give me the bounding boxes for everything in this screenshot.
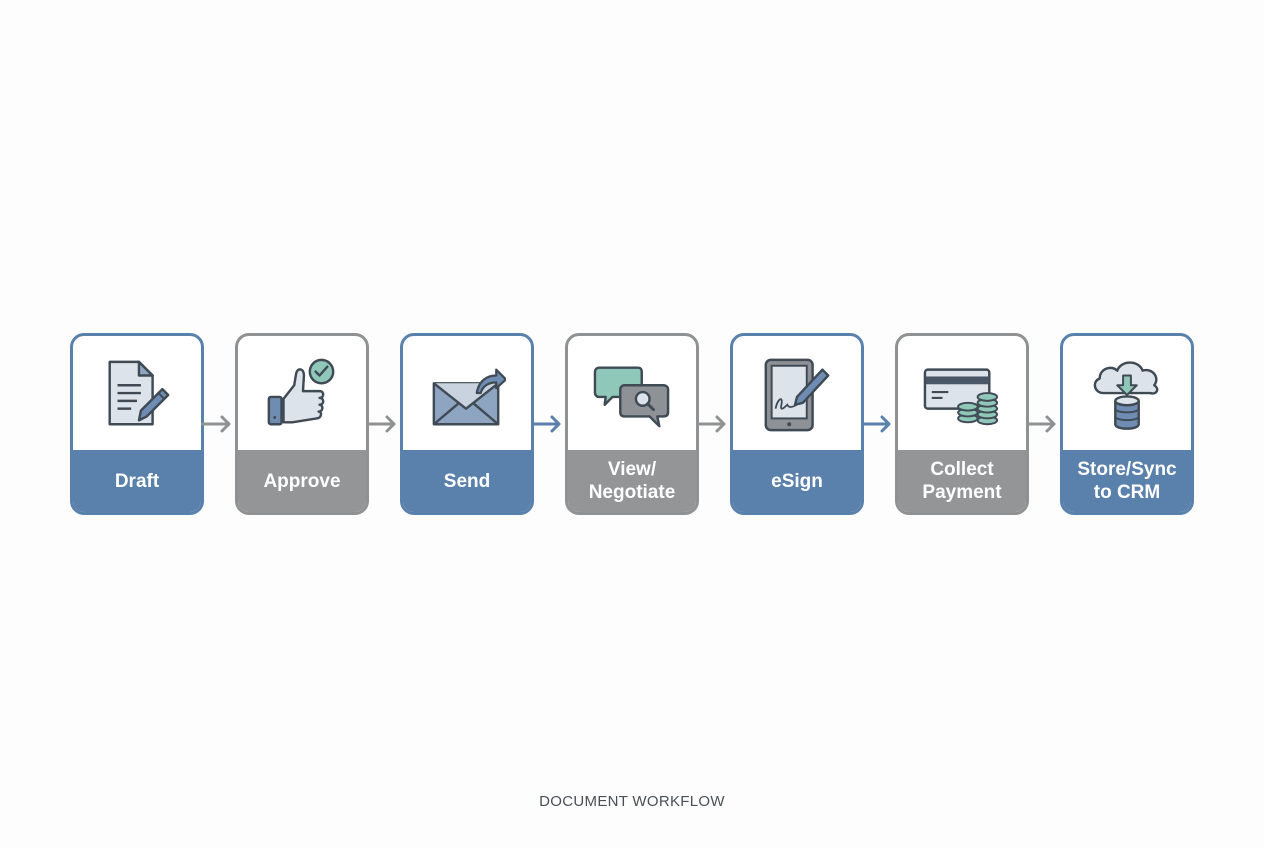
step-approve: Approve [235,333,369,515]
step-label: Draft [73,450,201,512]
step-label: Collect Payment [898,450,1026,512]
step-view-negotiate: View/ Negotiate [565,333,699,515]
step-label: Store/Sync to CRM [1063,450,1191,512]
arrow-connector [201,415,231,433]
cloud-database-icon [1093,360,1159,430]
step-label: Approve [238,450,366,512]
step-esign: eSign [730,333,864,515]
credit-card-coins-icon [923,367,999,425]
arrow-connector [366,415,396,433]
step-store-sync-crm: Store/Sync to CRM [1060,333,1194,515]
step-send: Send [400,333,534,515]
step-label: View/ Negotiate [568,450,696,512]
thumbs-up-check-icon [267,358,335,425]
diagram-caption: DOCUMENT WORKFLOW [539,793,725,810]
chat-search-icon [593,365,670,427]
arrow-connector [696,415,726,433]
step-collect-payment: Collect Payment [895,333,1029,515]
step-label: eSign [733,450,861,512]
step-draft: Draft [70,333,204,515]
arrow-connector [531,415,561,433]
envelope-send-icon [432,368,506,425]
document-pencil-icon [108,360,170,425]
step-label: Send [403,450,531,512]
arrow-connector [861,415,891,433]
tablet-signature-icon [764,358,830,431]
arrow-connector [1026,415,1056,433]
